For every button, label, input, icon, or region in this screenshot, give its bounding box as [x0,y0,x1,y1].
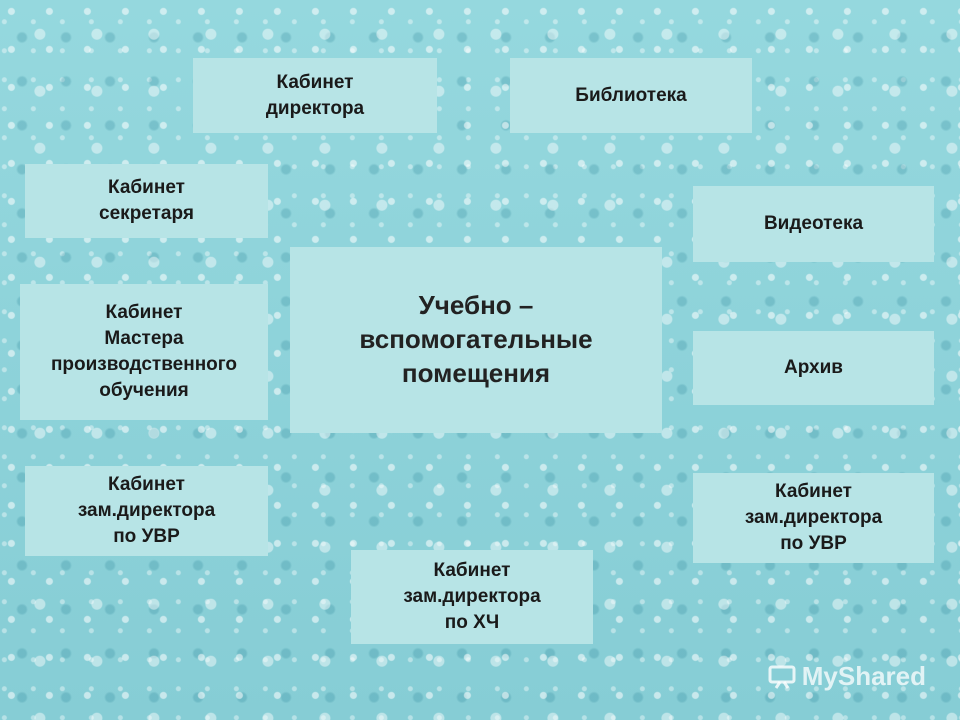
box-master-label: Кабинет Мастера производственного обучен… [50,302,238,401]
box-deputy-uvr-right: Кабинет зам.директора по УВР [693,473,934,563]
box-video-library-label: Видеотека [763,213,864,235]
box-master: Кабинет Мастера производственного обучен… [20,284,268,420]
box-library-label: Библиотека [575,84,687,106]
box-deputy-hch-label: Кабинет зам.директора по ХЧ [403,560,541,633]
center-topic-label: Учебно – вспомогательные помещения [359,290,593,388]
box-archive-label: Архив [783,357,843,379]
box-deputy-uvr-left: Кабинет зам.директора по УВР [25,466,268,556]
box-deputy-uvr-right-label: Кабинет зам.директора по УВР [744,481,883,554]
box-director: Кабинет директора [193,58,437,133]
box-archive: Архив [693,331,934,405]
box-deputy-uvr-left-label: Кабинет зам.директора по УВР [77,474,216,547]
box-secretary-label: Кабинет секретаря [99,177,194,224]
box-center-topic: Учебно – вспомогательные помещения [290,247,662,433]
watermark-text: MyShared [801,661,926,691]
box-secretary: Кабинет секретаря [25,164,268,238]
box-director-label: Кабинет директора [265,71,365,119]
box-video-library: Видеотека [693,186,934,262]
box-deputy-hch: Кабинет зам.директора по ХЧ [351,550,593,644]
presentation-board-icon [768,664,796,690]
watermark: MyShared [768,661,926,692]
box-library: Библиотека [510,58,752,133]
